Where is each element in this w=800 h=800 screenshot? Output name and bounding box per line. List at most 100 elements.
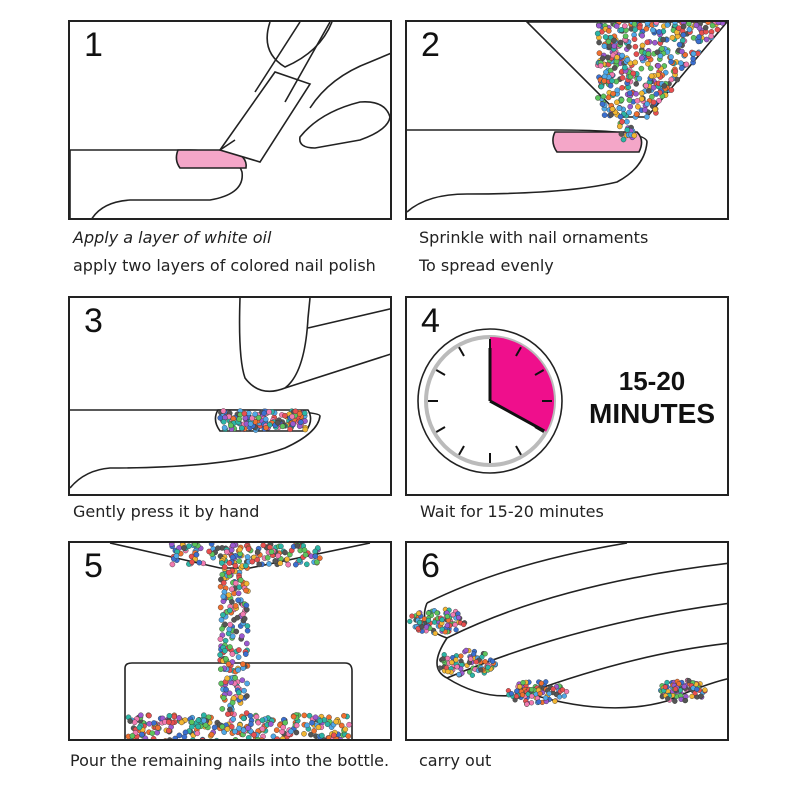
- bead: [309, 719, 315, 726]
- bead: [260, 543, 267, 549]
- bead: [218, 617, 225, 623]
- bead: [611, 65, 618, 71]
- bead: [678, 65, 685, 71]
- bead: [228, 586, 235, 593]
- bead: [645, 88, 652, 94]
- bead: [520, 680, 526, 686]
- bead: [632, 43, 639, 50]
- bead: [150, 735, 157, 739]
- bead: [292, 408, 299, 415]
- bead: [220, 612, 226, 618]
- bead: [229, 651, 236, 657]
- bead: [136, 724, 143, 731]
- bead: [631, 22, 638, 27]
- bead: [193, 551, 200, 558]
- bead: [225, 711, 231, 717]
- step-3-caption-line-1: Gently press it by hand: [73, 502, 260, 521]
- bead: [652, 39, 658, 46]
- bead: [253, 713, 260, 720]
- bead: [605, 28, 612, 34]
- step-2-beads: [594, 22, 726, 143]
- bead: [449, 659, 455, 666]
- bead: [619, 85, 625, 91]
- bead: [330, 732, 337, 739]
- bead: [639, 42, 646, 49]
- bead: [423, 624, 430, 630]
- bead: [236, 725, 242, 732]
- bead: [601, 112, 608, 118]
- bead: [232, 603, 239, 609]
- bead: [478, 667, 484, 673]
- bead: [626, 97, 633, 103]
- bead: [440, 656, 446, 662]
- bead: [176, 732, 183, 739]
- bead: [319, 732, 325, 739]
- bead: [222, 637, 229, 644]
- bead: [235, 590, 242, 597]
- step-3-illustration: [70, 298, 390, 489]
- bead: [149, 730, 156, 736]
- bead: [249, 415, 255, 422]
- bead: [146, 720, 153, 727]
- bead: [679, 48, 685, 55]
- bead: [315, 724, 322, 731]
- bead: [247, 712, 254, 719]
- bead: [304, 722, 310, 729]
- bead: [167, 737, 173, 739]
- bead: [228, 723, 235, 730]
- bead: [232, 580, 239, 587]
- bead: [297, 419, 304, 425]
- bead: [624, 118, 630, 125]
- bead: [538, 680, 545, 686]
- bead: [222, 648, 228, 654]
- bead: [595, 22, 602, 29]
- timer-tick: [534, 369, 545, 376]
- bead: [303, 561, 310, 568]
- bead: [333, 718, 339, 725]
- bead: [419, 624, 425, 630]
- bead: [166, 727, 172, 734]
- bead: [652, 106, 658, 113]
- bead: [225, 592, 232, 598]
- bead: [543, 679, 549, 685]
- bead: [230, 543, 236, 549]
- bead: [239, 633, 245, 639]
- bead: [266, 561, 272, 567]
- bead: [653, 22, 660, 26]
- bead: [287, 426, 293, 433]
- bead: [312, 548, 318, 555]
- bead: [594, 30, 601, 37]
- bead: [636, 24, 643, 31]
- bead: [302, 552, 309, 558]
- step-1-caption: Apply a layer of white oil apply two lay…: [73, 224, 376, 280]
- bead: [266, 422, 273, 428]
- bead: [508, 691, 515, 697]
- bead: [278, 543, 284, 550]
- bead: [607, 82, 614, 89]
- bead: [195, 723, 201, 730]
- bead: [168, 543, 175, 547]
- bead: [614, 54, 620, 61]
- bead: [715, 22, 722, 26]
- bead: [275, 552, 281, 559]
- bead: [631, 132, 638, 139]
- step-1-panel: 1: [68, 20, 392, 220]
- bead: [254, 556, 261, 563]
- bead: [273, 727, 280, 733]
- step-4-timer: [417, 328, 563, 474]
- bead: [445, 669, 451, 675]
- bead: [274, 419, 281, 426]
- bead: [236, 416, 242, 422]
- bead: [610, 90, 616, 97]
- bead: [702, 24, 709, 31]
- bead: [290, 713, 297, 720]
- bead: [229, 633, 236, 640]
- bead: [675, 25, 682, 31]
- bead: [529, 687, 535, 693]
- bead: [655, 63, 661, 69]
- bead: [613, 23, 620, 29]
- bead: [689, 693, 695, 700]
- bead: [227, 706, 233, 713]
- bead: [672, 686, 679, 692]
- bead: [189, 559, 195, 565]
